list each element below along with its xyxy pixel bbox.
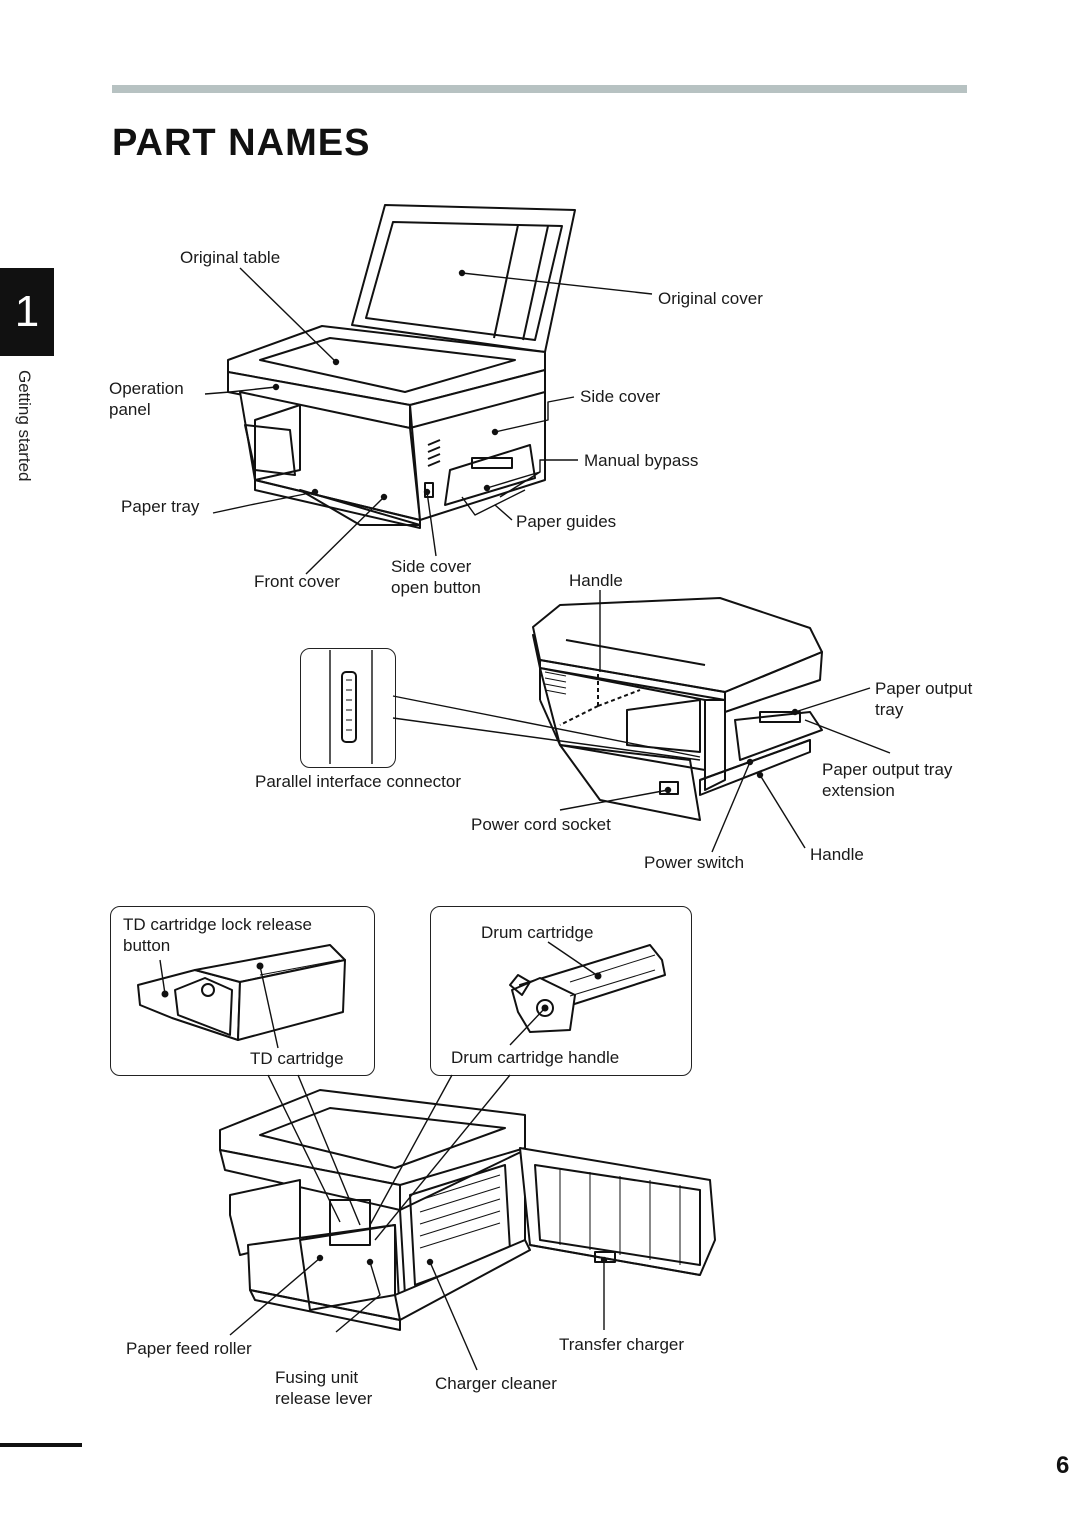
bottom-rule (0, 1443, 82, 1447)
copier-rear-view (532, 597, 823, 821)
top-rule (112, 85, 967, 93)
label-handle-bottom: Handle (810, 845, 864, 864)
copier-front-view (227, 204, 576, 529)
chapter-tab: 1 (0, 268, 54, 356)
label-power-switch: Power switch (644, 853, 745, 872)
label-original-cover: Original cover (658, 289, 763, 308)
label-original-table: Original table (180, 248, 281, 267)
copier-open-view (219, 1089, 716, 1331)
parallel-connector-drawing (329, 650, 373, 764)
label-td-lock-release-line2: button (123, 936, 171, 955)
label-side-cover-open-button-line2: open button (391, 578, 481, 597)
drum-cartridge-drawing (509, 941, 666, 1046)
connector-inset (300, 648, 396, 768)
label-td-cartridge-lock-release-button: TD cartridge lock release button (123, 914, 312, 956)
label-front-cover: Front cover (254, 572, 340, 591)
label-paper-output-tray-line1: Paper output (875, 679, 973, 698)
label-td-lock-release-line1: TD cartridge lock release (123, 915, 312, 934)
label-fusing-unit-release-lever: Fusing unit release lever (275, 1367, 372, 1409)
label-paper-tray: Paper tray (121, 497, 200, 516)
label-side-cover-open-button-line1: Side cover (391, 557, 472, 576)
label-paper-feed-roller: Paper feed roller (126, 1339, 252, 1358)
label-paper-output-tray: Paper output tray (875, 678, 972, 720)
chapter-label: Getting started (15, 370, 34, 482)
leaders-rear-view (392, 590, 891, 853)
label-parallel-interface-connector: Parallel interface connector (255, 772, 462, 791)
label-drum-cartridge-handle: Drum cartridge handle (451, 1048, 620, 1067)
page-title: PART NAMES (112, 122, 371, 164)
label-paper-guides: Paper guides (516, 512, 617, 531)
leaders-front-view (204, 267, 653, 575)
label-drum-cartridge: Drum cartridge (481, 923, 594, 942)
label-transfer-charger: Transfer charger (559, 1335, 685, 1354)
label-paper-output-tray-line2: tray (875, 700, 904, 719)
label-fusing-unit-line2: release lever (275, 1389, 373, 1408)
label-td-cartridge: TD cartridge (250, 1049, 344, 1068)
label-side-cover: Side cover (580, 387, 661, 406)
label-charger-cleaner: Charger cleaner (435, 1374, 557, 1393)
label-side-cover-open-button: Side cover open button (391, 556, 481, 598)
label-paper-output-tray-extension: Paper output tray extension (822, 759, 952, 801)
label-paper-output-tray-extension-line2: extension (822, 781, 895, 800)
label-operation-panel: Operation panel (109, 378, 184, 420)
td-cartridge-drawing (137, 944, 346, 1049)
label-power-cord-socket: Power cord socket (471, 815, 611, 834)
label-operation-panel-line1: Operation (109, 379, 184, 398)
page-number: 6 (1056, 1452, 1070, 1479)
label-fusing-unit-line1: Fusing unit (275, 1368, 359, 1387)
label-manual-bypass: Manual bypass (584, 451, 699, 470)
leaders-open-view (229, 1074, 608, 1371)
label-handle-top: Handle (569, 571, 623, 590)
label-operation-panel-line2: panel (109, 400, 151, 419)
label-paper-output-tray-extension-line1: Paper output tray (822, 760, 953, 779)
